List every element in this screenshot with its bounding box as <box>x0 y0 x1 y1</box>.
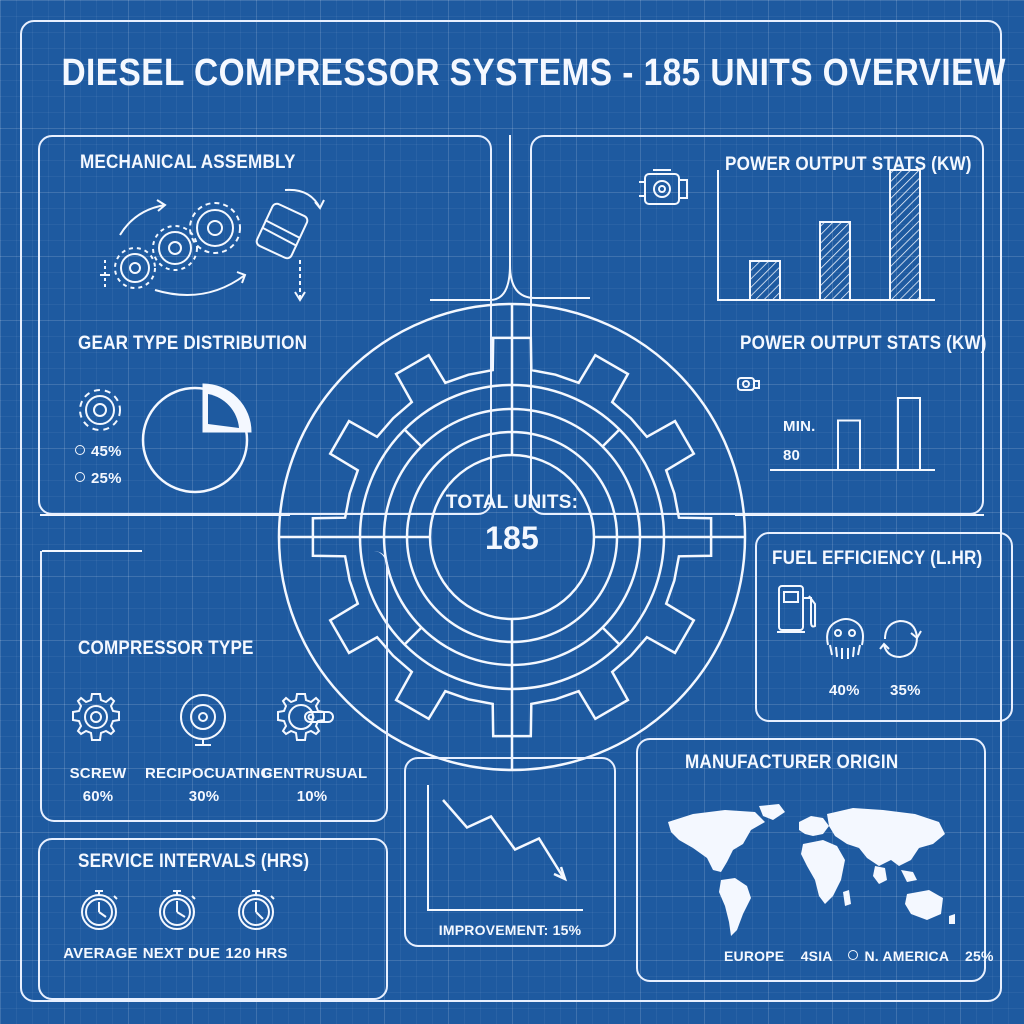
compressor-type-name: RECIPOCUATING <box>145 765 273 782</box>
service-intervals-title: SERVICE INTERVALS (HRS) <box>78 851 310 872</box>
fuel-efficiency-panel <box>755 532 1013 722</box>
pie-slice-highlight <box>208 394 239 428</box>
service-interval-label: AVERAGE <box>63 945 138 962</box>
fuel-pump-icon <box>775 582 819 636</box>
gear-teeth-outline <box>313 338 711 736</box>
power-output-bar <box>890 170 920 300</box>
power-output-secondary-bar <box>898 398 920 470</box>
efficiency-gauge-icon <box>822 615 868 661</box>
service-interval-label: 120 HRS <box>225 945 288 962</box>
power-output-secondary-bar <box>838 421 860 471</box>
total-units-label: TOTAL UNITS: <box>445 492 579 513</box>
gear-assembly-icon <box>95 180 355 310</box>
engine-icon-small <box>735 375 761 393</box>
improvement-panel <box>404 757 616 947</box>
manufacturer-origin-title: MANUFACTURER ORIGIN <box>685 752 899 773</box>
trend-arrow-head <box>554 867 565 879</box>
gear-spoke <box>603 628 620 645</box>
gear-icon <box>75 385 125 435</box>
fuel-value: 35% <box>890 682 921 699</box>
fuel-value: 40% <box>829 682 860 699</box>
manufacturer-origin-panel <box>636 738 986 982</box>
efficiency-cycle-icon <box>877 615 923 661</box>
legend-asia: 4SIA <box>800 948 833 964</box>
legend-dot <box>75 472 85 482</box>
total-units-value: 185 <box>485 520 539 556</box>
compressor-type-name: CENTRUSUAL <box>262 765 368 782</box>
engine-icon <box>635 168 691 212</box>
power-output-bar <box>750 261 780 300</box>
legend-percentage: 25% <box>965 948 994 964</box>
fuel-efficiency-title: FUEL EFFICIENCY (L.Hr) <box>772 548 983 569</box>
power-output-bar-chart <box>715 170 935 300</box>
gear-spoke <box>405 628 422 645</box>
legend-dot <box>75 445 85 455</box>
compressor-type-value: 10% <box>296 788 328 805</box>
improvement-line-chart <box>423 785 583 910</box>
outer-frame <box>20 20 1002 1002</box>
legend-europe: EUROPE <box>724 948 785 964</box>
gear-legend-label: 25% <box>91 470 122 487</box>
gear-legend-item: 45% <box>75 443 122 460</box>
improvement-label: IMPROVEMENT: 15% <box>438 922 582 938</box>
screw-compressor-icon <box>68 690 124 746</box>
page-title: DIESEL COMPRESSOR SYSTEMS - 185 UNITS OV… <box>61 52 1006 94</box>
power-min-value: 80 <box>783 447 801 464</box>
manufacturer-legend: EUROPE 4SIA N. AMERICA 25% <box>724 948 994 964</box>
central-gear-diagram <box>277 302 747 772</box>
stopwatch-icon <box>77 886 121 934</box>
stopwatch-icon <box>234 886 278 934</box>
pie-outline <box>143 388 247 492</box>
gear-legend-label: 45% <box>91 443 122 460</box>
gear-distribution-pie-chart <box>140 380 260 500</box>
service-interval-label: NEXT DUE <box>142 945 221 962</box>
compressor-type-value: 60% <box>82 788 114 805</box>
compressor-type-title: COMPRESSOR TYPE <box>78 638 254 659</box>
reciprocating-compressor-icon <box>175 690 231 746</box>
mechanical-assembly-panel <box>38 135 492 515</box>
service-intervals-panel <box>38 838 388 1000</box>
compressor-type-panel <box>40 551 388 822</box>
power-output-bar-chart-secondary <box>770 380 935 470</box>
gear-spoke <box>405 430 422 447</box>
power-output-bar <box>820 222 850 300</box>
power-output-panel <box>530 135 984 515</box>
gear-legend-item: 25% <box>75 470 122 487</box>
stopwatch-icon <box>155 886 199 934</box>
power-min-label: MIN. <box>783 418 816 435</box>
mechanical-assembly-title: MECHANICAL ASSEMBLY <box>80 152 296 173</box>
centrifugal-compressor-icon <box>275 690 335 746</box>
gear-spoke <box>603 430 620 447</box>
improvement-trend-line <box>443 800 563 877</box>
compressor-type-name: SCREW <box>69 765 127 782</box>
world-map-icon <box>668 804 955 936</box>
legend-dot <box>848 950 859 960</box>
legend-north-america: N. AMERICA <box>864 948 949 964</box>
compressor-type-value: 30% <box>188 788 220 805</box>
gear-distribution-title: GEAR TYPE DISTRIBUTION <box>78 333 308 354</box>
power-output-title-secondary: POWER OUTPUT STATS (kW) <box>740 333 987 354</box>
